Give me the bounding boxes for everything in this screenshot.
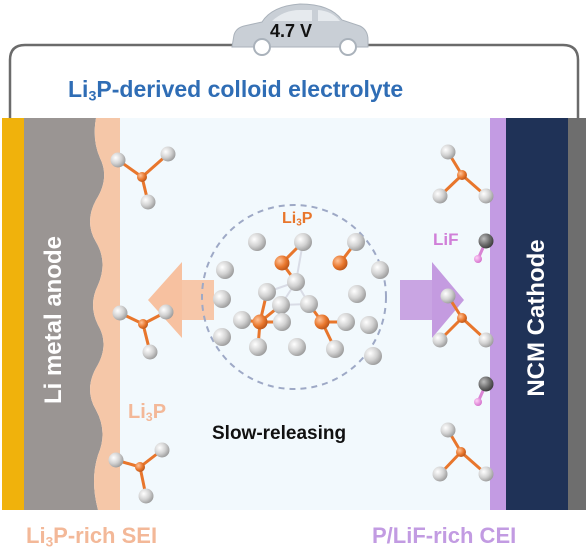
near-anode-pre: Li [128,401,146,423]
lithium-atom [432,332,448,348]
voltage-label: 4.7 V [270,21,313,41]
lithium-atom [348,285,366,303]
anode-label: Li metal anode [40,235,67,405]
arrow-left-icon [148,262,214,338]
lithium-atom [216,261,234,279]
fluorine-atom [474,255,482,263]
sei-label: Li3P-rich SEI [26,523,158,550]
lithium-atom [213,290,231,308]
lithium-atom [347,233,365,251]
phosphorus-atom [456,447,466,457]
cathode-layer [506,118,568,510]
lithium-atom [154,442,170,458]
phosphorus-atom [137,172,147,182]
cluster-pre: Li [282,210,297,227]
sei-pre: Li [26,523,46,548]
lithium-atom [432,188,448,204]
diagram-title: Li3P-derived colloid electrolyte [68,76,404,104]
phosphorus-atom [135,462,145,472]
circuit-wire [8,43,580,118]
car-icon [231,3,369,56]
lithium-atom [294,233,312,251]
lithium-atom [160,146,176,162]
cluster-label: Li3P [282,210,313,229]
lithium-atom [326,340,344,358]
lithium-atom [138,488,154,504]
lithium-atom [478,188,494,204]
lithium-atom [142,344,158,360]
lithium-atom [337,313,355,331]
lif-label: LiF [433,230,459,249]
lithium-atom [364,347,382,365]
cei-label: P/LiF-rich CEI [372,523,517,548]
lithium-atom [249,338,267,356]
lithium-atom [248,233,266,251]
lithium-atom [213,328,231,346]
phosphorus-atom [252,314,268,330]
sei-sub: 3 [45,534,54,550]
cathode-label: NCM Cathode [523,239,550,397]
phosphorus-atom [138,319,148,329]
lithium-atom [272,296,290,314]
lithium-atom [371,261,389,279]
li3p-cluster-outline [201,204,387,390]
near-anode-post: P [152,401,167,423]
lithium-atom [140,194,156,210]
fluorine-atom [474,398,482,406]
near-anode-label: Li3P [128,401,167,425]
phosphorus-atom [457,170,467,180]
center-label: Slow-releasing [212,423,347,444]
title-post: P-derived colloid electrolyte [96,76,404,102]
lithium-atom [108,452,124,468]
sei-post: P-rich SEI [53,523,158,548]
phosphorus-atom [314,314,330,330]
lithium-atom [258,283,276,301]
lithium-atom [158,304,174,320]
near-anode-sub: 3 [145,410,153,425]
lithium-atom [360,316,378,334]
phosphorus-atom [457,313,467,323]
anode-current-collector [2,118,24,510]
lithium-atom [288,338,306,356]
lithium-atom [478,466,494,482]
lithium-atom [440,144,456,160]
lithium-atom [110,152,126,168]
cluster-post: P [301,210,313,227]
title-sub: 3 [88,88,97,105]
lithium-atom [273,313,291,331]
lithium-atom [233,311,251,329]
lithium-atom [478,376,494,392]
lithium-atom [440,422,456,438]
sei-layer [90,118,120,510]
cluster-sub: 3 [296,217,302,229]
cathode-current-collector [568,118,586,510]
lithium-atom [478,332,494,348]
phosphorus-atom [332,255,348,271]
cei-layer [490,118,506,510]
anode-li-metal [24,118,105,510]
lithium-atom [478,233,494,249]
lithium-atom [432,466,448,482]
lithium-atom [112,305,128,321]
lithium-atom [300,295,318,313]
phosphorus-atom [274,255,290,271]
title-pre: Li [68,76,89,102]
lithium-atom [287,273,305,291]
lithium-atom [440,288,456,304]
